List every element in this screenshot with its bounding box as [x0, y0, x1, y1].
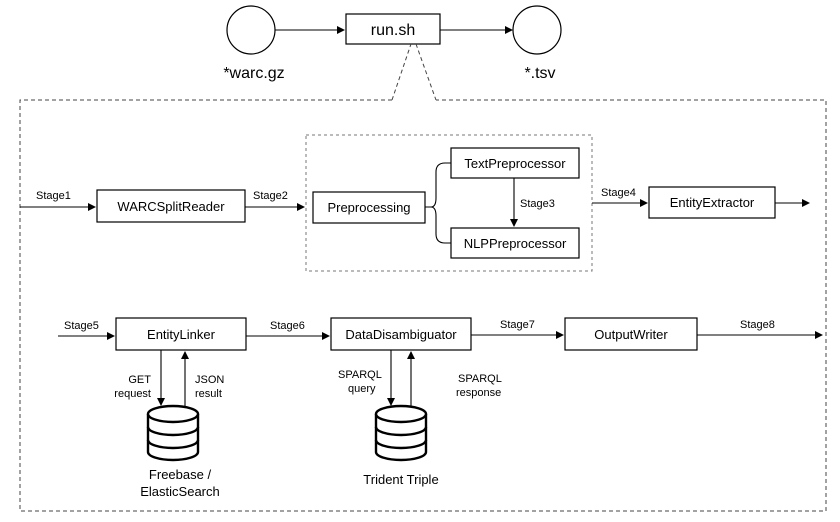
preprocessing-bracket [425, 162, 451, 244]
output-node [512, 5, 562, 55]
warc-split-reader-node [96, 189, 246, 223]
trident-label: Trident Triple [363, 472, 438, 487]
freebase-label-line1: Freebase / [149, 467, 212, 482]
input-label: *warc.gz [223, 65, 284, 82]
text-preprocessor-node [450, 147, 580, 179]
stage2-label: Stage2 [253, 190, 288, 202]
input-node [226, 5, 276, 55]
preprocessing-label: Preprocessing [327, 200, 410, 215]
nlp-preprocessor-node [450, 227, 580, 259]
stage4-label: Stage4 [601, 187, 636, 199]
entity-linker-node [115, 317, 247, 351]
trident-database-icon [374, 404, 428, 462]
pipeline-frame [19, 99, 827, 512]
stage8-label: Stage8 [740, 319, 775, 331]
json-result-line1: JSON [195, 374, 224, 386]
entity-linker-label: EntityLinker [147, 327, 216, 342]
run-sh-node [345, 13, 441, 45]
stage3-label: Stage3 [520, 198, 555, 210]
stage6-label: Stage6 [270, 320, 305, 332]
data-disambiguator-node [330, 317, 472, 351]
get-request-line1: GET [128, 374, 151, 386]
expansion-callout [391, 43, 437, 101]
warc-split-reader-label: WARCSplitReader [117, 199, 225, 214]
run-sh-label: run.sh [371, 22, 415, 39]
stage5-label: Stage5 [64, 320, 99, 332]
stage1-label: Stage1 [36, 190, 71, 202]
freebase-label-line2: ElasticSearch [140, 484, 219, 499]
get-request-line2: request [114, 388, 151, 400]
output-label: *.tsv [524, 65, 555, 82]
stage7-label: Stage7 [500, 319, 535, 331]
sparql-response-line2: response [456, 387, 501, 399]
nlp-preprocessor-label: NLPPreprocessor [464, 236, 567, 251]
text-preprocessor-label: TextPreprocessor [464, 156, 566, 171]
sparql-response-line1: SPARQL [458, 373, 502, 385]
sparql-query-line1: SPARQL [338, 369, 382, 381]
json-result-line2: result [195, 388, 222, 400]
sparql-query-line2: query [348, 383, 376, 395]
output-writer-node [564, 317, 698, 351]
output-writer-label: OutputWriter [594, 327, 668, 342]
entity-extractor-label: EntityExtractor [670, 195, 755, 210]
data-disambiguator-label: DataDisambiguator [345, 327, 457, 342]
freebase-database-icon [146, 404, 200, 462]
entity-extractor-node [648, 186, 776, 219]
